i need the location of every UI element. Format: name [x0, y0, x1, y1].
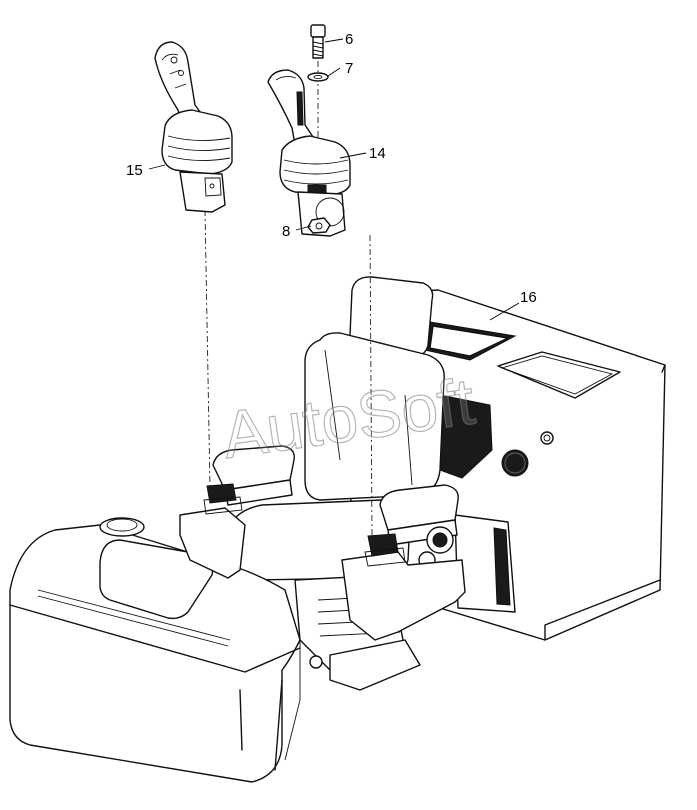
- joystick-right-14: [267, 69, 351, 237]
- joystick-left-15: [154, 41, 233, 213]
- callout-leaders: [148, 38, 520, 321]
- washer-7: [307, 72, 329, 82]
- callout-16: 16: [520, 289, 537, 306]
- screw-6: [310, 24, 326, 59]
- left-joystick-mount: [179, 483, 246, 579]
- callout-labels: 6 7 14 15 8 16: [126, 31, 537, 306]
- callout-6: 6: [345, 31, 353, 48]
- callout-15: 15: [126, 162, 143, 179]
- callout-7: 7: [345, 60, 353, 77]
- callout-14: 14: [369, 145, 386, 162]
- callout-8: 8: [282, 223, 290, 240]
- left-control-console: [9, 517, 301, 783]
- right-joystick-mount: [341, 533, 466, 641]
- nut-8: [307, 217, 331, 234]
